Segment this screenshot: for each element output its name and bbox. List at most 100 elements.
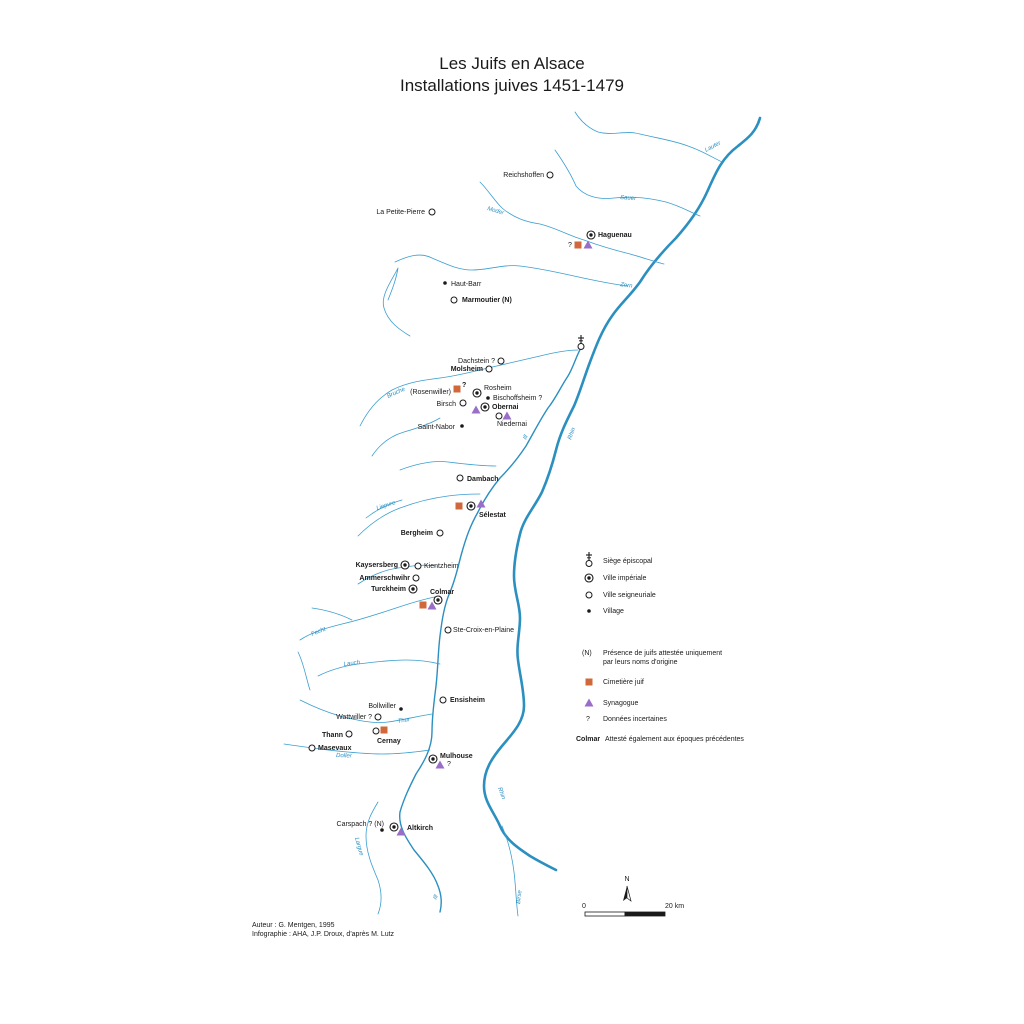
marker-reichshoffen bbox=[546, 171, 554, 179]
label-colmar: Colmar bbox=[430, 589, 454, 596]
label-reichshoffen: Reichshoffen bbox=[503, 172, 544, 179]
river-fecht-branch bbox=[311, 607, 353, 621]
cemetery-cernay bbox=[380, 726, 388, 734]
label-river-doller: Doller bbox=[336, 753, 353, 760]
legend-n-line1: Présence de juifs attestée uniquement bbox=[603, 650, 722, 657]
label-niedernai: Niedernai bbox=[497, 421, 527, 428]
label-river-ill-north: Ill bbox=[522, 434, 530, 441]
legend-cemetery-icon bbox=[585, 678, 593, 686]
label-river-ill-south: Ill bbox=[433, 894, 441, 901]
marker-saint-nabor bbox=[460, 424, 464, 428]
marker-dambach bbox=[456, 474, 464, 482]
label-river-largue: Largue bbox=[353, 837, 364, 857]
scale-zero-label: 0 bbox=[582, 903, 586, 910]
label-masevaux: Masevaux bbox=[318, 745, 352, 752]
legend-synagogue-icon bbox=[584, 698, 594, 707]
label-dambach: Dambach bbox=[467, 476, 499, 483]
label-kientzheim: Kientzheim bbox=[424, 563, 459, 570]
legend-village-icon bbox=[587, 609, 591, 613]
marker-ste-croix bbox=[444, 626, 452, 634]
label-dachstein: Dachstein ? bbox=[458, 358, 495, 365]
legend-colmar-marker: Colmar bbox=[576, 736, 600, 743]
label-haguenau: Haguenau bbox=[598, 232, 632, 239]
marker-carspach bbox=[380, 828, 384, 832]
label-birsch: Birsch bbox=[437, 401, 457, 408]
label-bischoffsheim: Bischoffsheim ? bbox=[493, 395, 542, 402]
label-rosenwiller: (Rosenwiller) bbox=[410, 389, 451, 396]
marker-rosheim bbox=[472, 388, 482, 398]
north-arrow-right-half bbox=[626, 885, 632, 902]
label-ammerschwihr: Ammerschwihr bbox=[359, 575, 410, 582]
synagogue-obernai bbox=[471, 405, 481, 414]
marker-selestat bbox=[466, 501, 476, 511]
marker-mulhouse bbox=[428, 754, 438, 764]
river-moder bbox=[479, 181, 665, 265]
marker-turckheim bbox=[408, 584, 418, 594]
marker-marmoutier bbox=[450, 296, 458, 304]
label-obernai: Obernai bbox=[492, 404, 519, 411]
scale-bar: 0 20 km bbox=[582, 903, 684, 917]
synagogue-haguenau bbox=[583, 240, 593, 249]
label-haut-barr: Haut-Barr bbox=[451, 281, 482, 288]
label-mulhouse-uncertain: ? bbox=[447, 761, 451, 768]
river-fecht bbox=[299, 595, 441, 641]
river-sauer bbox=[554, 149, 701, 217]
legend-n-marker: (N) bbox=[582, 650, 592, 657]
legend-uncertain-label: Données incertaines bbox=[603, 716, 667, 723]
marker-haut-barr bbox=[443, 281, 447, 285]
marker-kaysersberg bbox=[400, 560, 410, 570]
river-doller bbox=[283, 743, 431, 755]
marker-colmar bbox=[433, 595, 443, 605]
scale-bar-black-segment bbox=[624, 911, 666, 917]
marker-masevaux bbox=[308, 744, 316, 752]
credit-author: Auteur : G. Mentgen, 1995 bbox=[252, 922, 335, 929]
legend-n-line2: par leurs noms d'origine bbox=[603, 659, 678, 666]
cemetery-rosenwiller bbox=[453, 385, 461, 393]
label-ste-croix: Ste-Croix-en-Plaine bbox=[453, 627, 514, 634]
label-river-zorn: Zorn bbox=[619, 282, 634, 290]
marker-cernay bbox=[372, 727, 380, 735]
river-lauch-branch bbox=[297, 651, 311, 691]
legend-imperiale-label: Ville impériale bbox=[603, 575, 647, 582]
marker-ammerschwihr bbox=[412, 574, 420, 582]
river-lieppvre-branch bbox=[365, 499, 403, 519]
marker-petite-pierre bbox=[428, 208, 436, 216]
north-arrow: N bbox=[623, 876, 632, 902]
marker-bischoffsheim bbox=[486, 396, 490, 400]
label-mulhouse: Mulhouse bbox=[440, 753, 473, 760]
label-saint-nabor: Saint-Nabor bbox=[418, 424, 456, 431]
label-thann: Thann bbox=[322, 732, 343, 739]
river-thur bbox=[299, 699, 433, 723]
label-river-rhin-north: Rhin bbox=[567, 426, 577, 440]
label-rosheim: Rosheim bbox=[484, 385, 512, 392]
cemetery-selestat bbox=[455, 502, 463, 510]
river-zorn-upper bbox=[382, 267, 411, 337]
label-petite-pierre: La Petite-Pierre bbox=[376, 209, 425, 216]
label-altkirch: Altkirch bbox=[407, 825, 433, 832]
scale-end-label: 20 km bbox=[665, 903, 684, 910]
legend-seigneuriale-label: Ville seigneuriale bbox=[603, 592, 656, 599]
marker-haguenau bbox=[586, 230, 596, 240]
label-river-thur: Thur bbox=[397, 717, 411, 725]
label-bollwiller: Bollwiller bbox=[368, 703, 396, 710]
label-river-lauch: Lauch bbox=[343, 660, 361, 668]
legend-uncertain-marker: ? bbox=[586, 716, 590, 723]
legend-village-label: Village bbox=[603, 608, 624, 615]
label-ensisheim: Ensisheim bbox=[450, 697, 485, 704]
legend-siege-label: Siège épiscopal bbox=[603, 558, 653, 565]
river-birse bbox=[501, 825, 519, 917]
marker-molsheim bbox=[485, 365, 493, 373]
label-river-sauer: Sauer bbox=[620, 195, 637, 202]
label-bergheim: Bergheim bbox=[401, 530, 433, 537]
river-lieppvre bbox=[357, 493, 481, 537]
marker-wattwiller bbox=[374, 713, 382, 721]
river-lauter bbox=[574, 111, 723, 163]
river-zorn bbox=[394, 254, 629, 287]
label-marmoutier: Marmoutier (N) bbox=[462, 297, 512, 304]
legend-siege-icon bbox=[585, 551, 593, 568]
label-river-birse: Birse bbox=[516, 889, 523, 904]
label-selestat: Sélestat bbox=[479, 512, 507, 519]
river-weiss bbox=[357, 564, 437, 585]
legend-seigneuriale-icon bbox=[585, 591, 593, 599]
label-haguenau-uncertain: ? bbox=[568, 242, 572, 249]
